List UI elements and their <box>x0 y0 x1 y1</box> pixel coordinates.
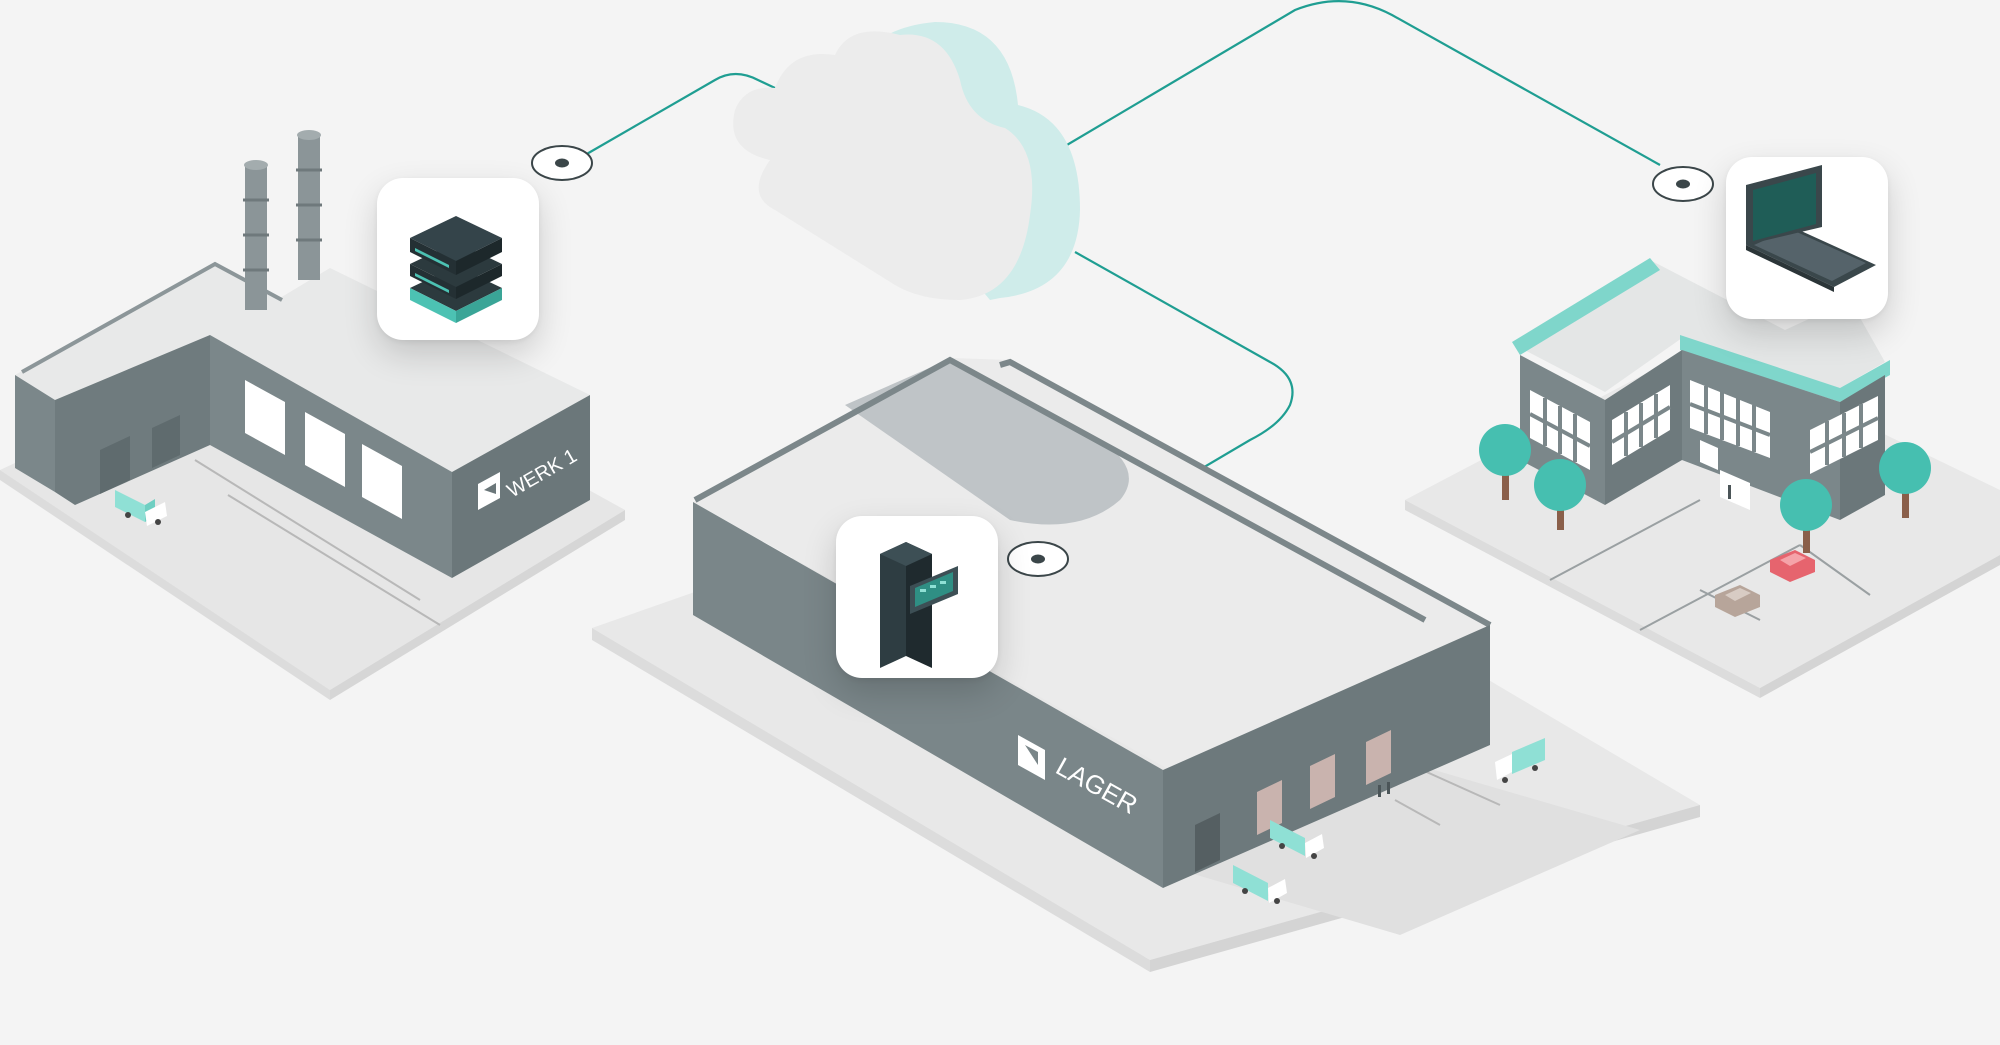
connection-lines <box>584 0 1661 546</box>
office-building <box>1405 258 2000 698</box>
warehouse-building: LAGER <box>592 356 1700 972</box>
tree-icon <box>1780 479 1832 553</box>
office-laptop-card <box>1726 157 1888 319</box>
line-cloud-warehouse <box>1071 251 1294 546</box>
line-cloud-office <box>1049 0 1661 166</box>
car-icon <box>1770 550 1815 582</box>
factory-building: WERK 1 <box>0 130 625 700</box>
cloud-icon <box>733 22 1080 301</box>
line-factory-cloud <box>584 72 776 156</box>
brand-logo-icon <box>478 472 500 510</box>
tree-icon <box>1479 424 1531 500</box>
terminal-kiosk-icon <box>880 542 958 668</box>
brand-logo-icon <box>1018 735 1045 780</box>
tree-icon <box>1534 459 1586 530</box>
factory-server-card <box>377 178 539 340</box>
truck-icon <box>1233 865 1287 904</box>
laptop-icon <box>1746 165 1876 292</box>
connection-node-icon <box>531 145 593 181</box>
car-icon <box>1715 585 1760 617</box>
connection-node-icon <box>1007 541 1069 577</box>
truck-icon <box>1495 738 1545 783</box>
truck-icon <box>1270 820 1324 859</box>
truck-icon <box>115 490 167 526</box>
warehouse-terminal-card <box>836 516 998 678</box>
connection-node-icon <box>1652 166 1714 202</box>
tree-icon <box>1879 442 1931 518</box>
server-stack-icon <box>410 216 502 323</box>
